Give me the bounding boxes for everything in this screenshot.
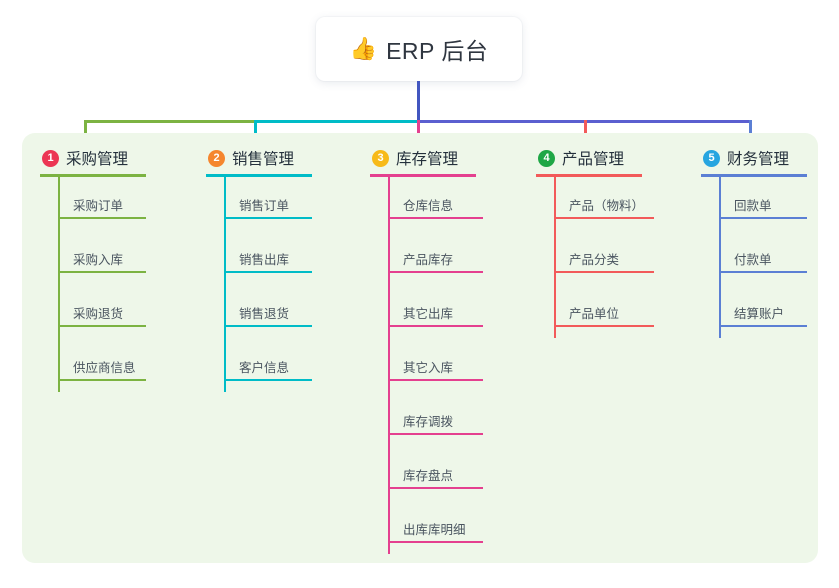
column-2-spine [224,176,226,392]
list-item-label: 库存调拨 [403,415,454,429]
column-5-header-rule [701,174,807,177]
list-item-label: 客户信息 [239,361,290,375]
column-5-title: 财务管理 [727,151,790,168]
column-5-spine [719,176,721,338]
list-item-rule [224,271,312,273]
column-1: 1 采购管理 采购订单采购入库采购退货供应商信息 [40,146,190,392]
column-2-title: 销售管理 [232,151,295,168]
list-item-rule [388,487,483,489]
list-item-rule [224,379,312,381]
list-item-label: 库存盘点 [403,469,454,483]
column-1-title: 采购管理 [66,151,129,168]
column-1-spine [58,176,60,392]
list-item-rule [388,325,483,327]
list-item-rule [719,217,807,219]
list-item-rule [719,271,807,273]
list-item-label: 销售退货 [239,307,290,321]
list-item-label: 仓库信息 [403,199,454,213]
column-5-header[interactable]: 5 财务管理 [701,146,839,170]
list-item-rule [58,217,146,219]
column-2-header[interactable]: 2 销售管理 [206,146,356,170]
column-1-header[interactable]: 1 采购管理 [40,146,190,170]
column-4: 4 产品管理 产品（物料） 产品分类产品单位 [536,146,696,338]
list-item-rule [388,217,483,219]
list-item-rule [388,379,483,381]
list-item-rule [388,433,483,435]
list-item-label: 采购退货 [73,307,124,321]
list-item-label: 产品单位 [569,307,620,321]
list-item-rule [388,541,483,543]
column-4-header[interactable]: 4 产品管理 [536,146,696,170]
column-3-title: 库存管理 [396,151,459,168]
list-item-rule [719,325,807,327]
column-3-header-rule [370,174,476,177]
list-item-label: 结算账户 [734,307,785,321]
thumbs-up-icon: 👍 [349,36,378,61]
column-1-badge: 1 [42,149,59,167]
column-2-badge: 2 [208,149,225,167]
list-item-label: 产品分类 [569,253,620,267]
list-item-rule [554,217,654,219]
list-item-rule [58,379,146,381]
list-item-label: 供应商信息 [73,361,136,375]
column-4-title: 产品管理 [562,151,625,168]
column-4-header-rule [536,174,642,177]
column-4-spine [554,176,556,338]
list-item-label: 销售订单 [239,199,290,213]
list-item-label: 产品（物料） [569,199,645,213]
list-item-label: 其它出库 [403,307,454,321]
list-item-label: 产品库存 [403,253,454,267]
column-5: 5 财务管理 回款单付款单结算账户 [701,146,839,338]
content-panel [22,133,818,563]
list-item-label: 付款单 [734,253,772,267]
column-3-header[interactable]: 3 库存管理 [370,146,525,170]
list-item-label: 回款单 [734,199,772,213]
column-3-spine [388,176,390,554]
branch-line-teal [255,120,420,123]
column-1-header-rule [40,174,146,177]
branch-line-green [84,120,257,123]
list-item-label: 出库库明细 [403,523,466,537]
list-item-rule [58,271,146,273]
root-node[interactable]: 👍 ERP 后台 [316,17,522,81]
root-title: ERP 后台 [386,38,489,64]
list-item-label: 其它入库 [403,361,454,375]
list-item-rule [58,325,146,327]
list-item-rule [554,325,654,327]
column-2: 2 销售管理 销售订单销售出库销售退货客户信息 [206,146,356,392]
column-4-badge: 4 [538,149,555,167]
column-5-badge: 5 [703,149,720,167]
column-3-badge: 3 [372,149,389,167]
list-item-label: 采购入库 [73,253,124,267]
list-item-rule [388,271,483,273]
list-item-label: 采购订单 [73,199,124,213]
list-item-rule [554,271,654,273]
list-item-rule [224,325,312,327]
list-item-label: 销售出库 [239,253,290,267]
column-3: 3 库存管理 仓库信息产品库存其它出库其它入库库存调拨库存盘点出库库明细 [370,146,525,554]
root-trunk-line [417,81,420,122]
list-item-rule [224,217,312,219]
column-2-header-rule [206,174,312,177]
